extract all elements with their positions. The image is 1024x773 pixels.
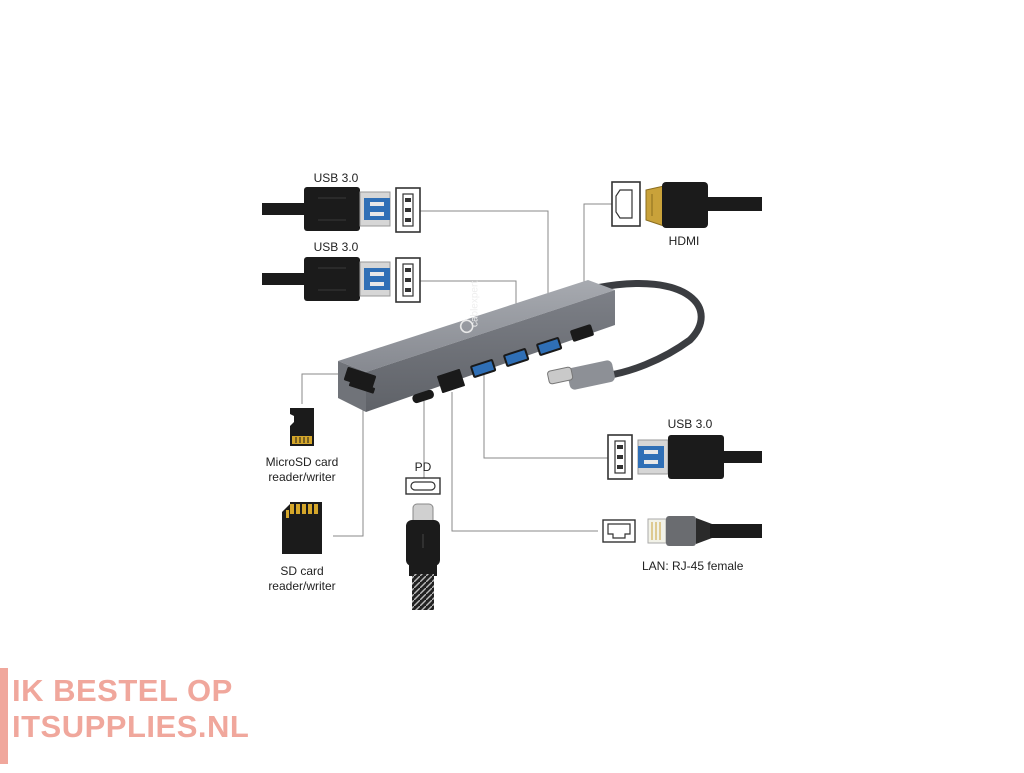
leader-sd bbox=[333, 396, 364, 537]
hdmi-port bbox=[570, 324, 594, 342]
leader-usb-right bbox=[483, 375, 608, 459]
label-microsd-line1: MicroSD card bbox=[265, 455, 339, 469]
label-sd-line1: SD card bbox=[280, 564, 324, 578]
microsd-card-icon bbox=[290, 408, 314, 446]
brand-logo-icon bbox=[459, 319, 474, 334]
pd-port bbox=[412, 389, 434, 404]
hdmi-plug bbox=[645, 182, 762, 228]
label-pd: PD bbox=[414, 460, 432, 474]
leader-lan bbox=[451, 392, 598, 532]
hub-brand: cablexpert bbox=[469, 281, 480, 327]
label-sd-line2: reader/writer bbox=[268, 579, 336, 593]
usb-a-plug-right bbox=[637, 435, 762, 479]
leader-microsd bbox=[301, 373, 352, 404]
hub-top-face bbox=[338, 280, 615, 372]
label-microsd-line2: reader/writer bbox=[268, 470, 336, 484]
usb-c-host-cable bbox=[547, 280, 705, 390]
usb-c-socket-icon bbox=[405, 477, 441, 495]
usb-a-socket-icon-top-1 bbox=[395, 187, 421, 233]
usb-c-hub: cablexpert bbox=[338, 280, 615, 412]
label-usb-right: USB 3.0 bbox=[667, 417, 713, 431]
sd-card-icon bbox=[282, 502, 322, 554]
label-usb-top-2: USB 3.0 bbox=[313, 240, 359, 254]
usb-port-2 bbox=[503, 348, 530, 367]
usb-a-plug-top-2 bbox=[262, 257, 391, 301]
label-usb-top-1: USB 3.0 bbox=[313, 171, 359, 185]
watermark-line2: ITSUPPLIES.NL bbox=[12, 709, 250, 744]
watermark-line1: IK BESTEL OP bbox=[12, 673, 233, 708]
usb-a-socket-icon-top-2 bbox=[395, 257, 421, 303]
usb-a-socket-icon-right bbox=[607, 434, 633, 480]
rj45-port bbox=[437, 368, 465, 394]
label-lan: LAN: RJ-45 female bbox=[642, 559, 744, 573]
usb-a-plug-top-1 bbox=[262, 187, 391, 231]
usb-port-1 bbox=[470, 359, 497, 378]
hub-front-face bbox=[366, 290, 615, 412]
microsd-slot bbox=[343, 367, 377, 389]
watermark: IK BESTEL OP ITSUPPLIES.NL bbox=[0, 662, 260, 768]
label-hdmi: HDMI bbox=[668, 234, 700, 248]
usb-port-3 bbox=[536, 337, 563, 356]
rj45-plug bbox=[647, 516, 762, 546]
watermark-bar bbox=[0, 668, 8, 764]
usb-c-pd-plug bbox=[406, 503, 440, 610]
rj45-socket-icon bbox=[602, 519, 636, 543]
sd-slot bbox=[348, 380, 376, 394]
hdmi-socket-icon bbox=[611, 181, 641, 227]
